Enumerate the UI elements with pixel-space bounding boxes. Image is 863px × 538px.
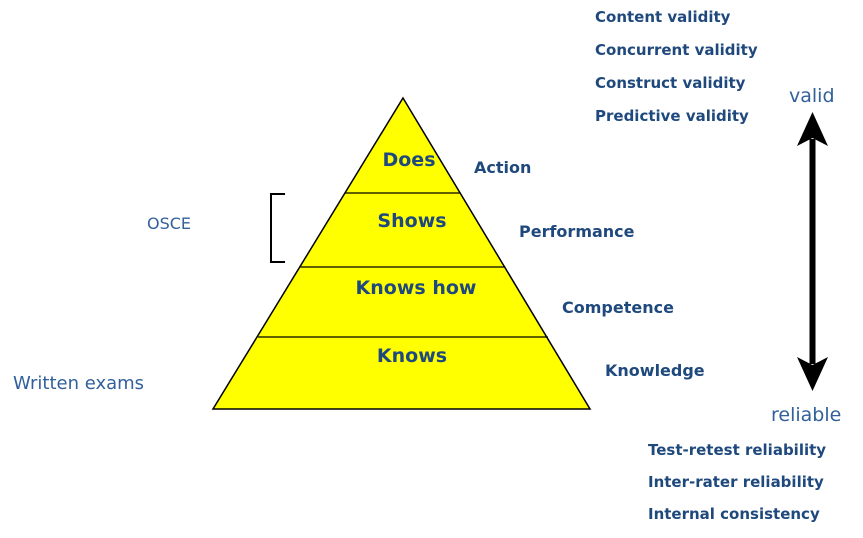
arrow-head-up-icon <box>797 112 828 146</box>
pyramid-level-knows-how: Knows how <box>355 277 477 299</box>
reliable-label: reliable <box>771 404 842 426</box>
osce-label: OSCE <box>147 214 192 233</box>
descriptor-action: Action <box>474 158 532 177</box>
valid-reliable-arrow <box>797 112 828 391</box>
validity-item-construct: Construct validity <box>595 74 746 92</box>
validity-item-content: Content validity <box>595 8 731 26</box>
osce-bracket <box>270 193 285 263</box>
validity-item-predictive: Predictive validity <box>595 107 749 125</box>
pyramid-shape <box>211 96 592 410</box>
validity-item-concurrent: Concurrent validity <box>595 41 758 59</box>
reliability-item-test-retest: Test-retest reliability <box>648 441 827 459</box>
descriptor-competence: Competence <box>562 298 674 317</box>
reliability-item-internal-consistency: Internal consistency <box>648 505 820 523</box>
reliability-item-inter-rater: Inter-rater reliability <box>648 473 824 491</box>
reliability-list: Test-retest reliability Inter-rater reli… <box>648 441 826 523</box>
pyramid-level-knows: Knows <box>376 345 448 367</box>
descriptor-performance: Performance <box>519 222 635 241</box>
descriptor-knowledge: Knowledge <box>605 361 705 380</box>
arrow-head-down-icon <box>797 357 828 391</box>
valid-label: valid <box>789 85 835 107</box>
pyramid-level-does: Does <box>382 149 436 171</box>
written-exams-label: Written exams <box>13 373 145 394</box>
validity-list: Content validity Concurrent validity Con… <box>595 8 758 125</box>
pyramid-level-shows: Shows <box>377 210 447 232</box>
